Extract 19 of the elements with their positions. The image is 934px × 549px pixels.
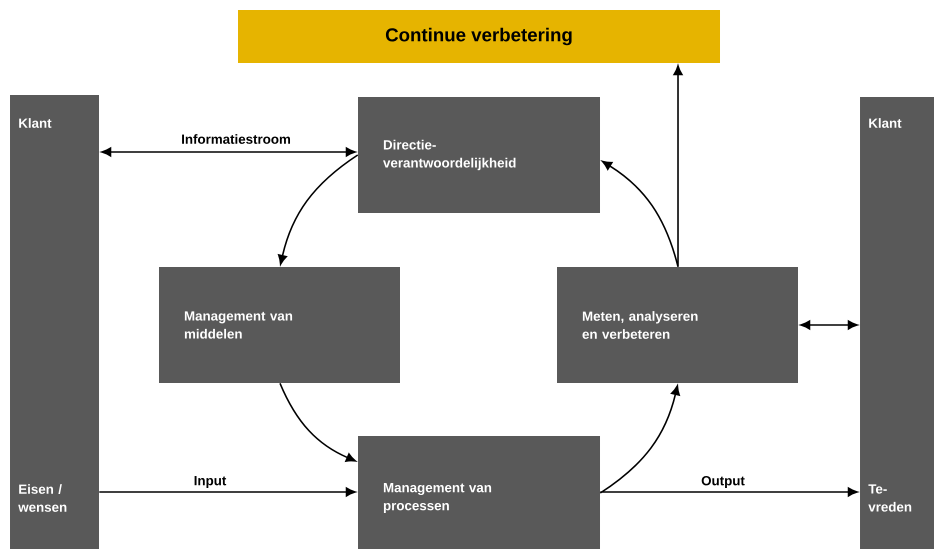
process-box: Meten, analyseren en verbeteren [557, 267, 798, 383]
curved-arrow [279, 382, 356, 462]
process-box: Management van middelen [159, 267, 400, 383]
arrow [800, 320, 858, 330]
curved-arrow [600, 385, 680, 494]
customer-bar: Klant Te- vreden [860, 97, 934, 549]
curved-arrow [602, 160, 679, 267]
edge-label: Input [192, 474, 228, 490]
customer-bar: Klant Eisen / wensen [10, 95, 99, 549]
process-box: Management van processen [358, 436, 600, 549]
title-banner: Continue verbetering [238, 10, 720, 63]
process-box: Directie- verantwoordelijkheid [358, 97, 600, 213]
arrow [673, 65, 683, 267]
arrow [600, 487, 858, 497]
arrow [101, 147, 356, 157]
edge-label: Output [700, 474, 746, 490]
edge-label: Informatiestroom [180, 132, 292, 146]
arrow [99, 487, 356, 497]
curved-arrow [278, 154, 358, 265]
